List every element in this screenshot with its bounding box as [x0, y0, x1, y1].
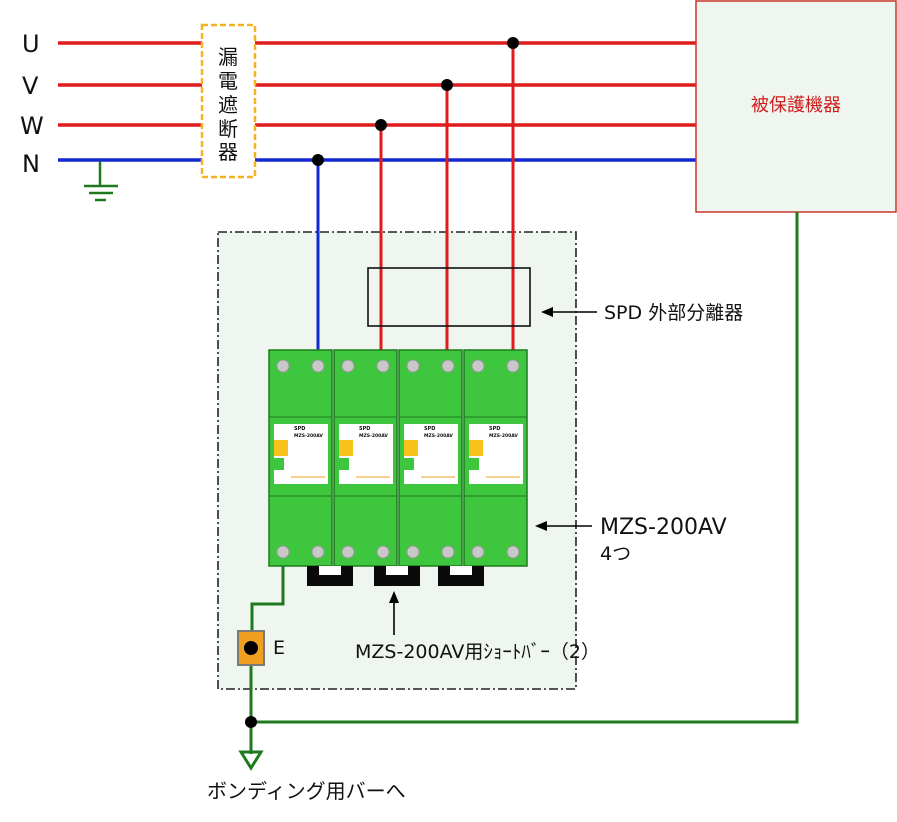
spd-module-group: SPDMZS-200AVSPDMZS-200AVSPDMZS-200AVSPDM… [268, 349, 528, 567]
spd-feed-wires [316, 43, 515, 352]
spd-earth-wire [250, 566, 285, 648]
terminal-screw [441, 545, 455, 559]
spd-face-brand: SPD [424, 426, 435, 432]
status-mark [274, 458, 284, 470]
terminal-screw [311, 359, 325, 373]
breaker-char-4: 断 [218, 117, 238, 141]
neutral-ground-junction [98, 158, 102, 162]
short-bar [438, 566, 484, 586]
status-window [274, 440, 288, 456]
status-mark [404, 458, 414, 470]
earth-terminal-label: E [273, 637, 285, 659]
terminal-screw [311, 545, 325, 559]
protected-device-box [695, 0, 897, 213]
terminal-screw [341, 359, 355, 373]
phase-label-v: V [22, 72, 39, 100]
terminal-screw [406, 359, 420, 373]
status-mark [469, 458, 479, 470]
terminal-screw [506, 359, 520, 373]
earth-leakage-breaker [200, 23, 257, 179]
breaker-char-1: 漏 [218, 45, 238, 69]
bonding-arrowhead-icon [238, 750, 264, 771]
spd-external-disconnector [367, 267, 531, 327]
ground-icon [84, 160, 118, 202]
terminal-screw [406, 545, 420, 559]
spd-model-label: MZS-200AV [600, 515, 727, 540]
terminal-screw [376, 359, 390, 373]
short-bar [374, 566, 420, 586]
phase-label-n: N [22, 150, 40, 178]
feed-junctions [312, 37, 519, 166]
disconnector-label: SPD 外部分離器 [604, 302, 743, 324]
disconnector-arrowhead-icon [541, 307, 553, 317]
phase-label-w: W [20, 112, 44, 140]
terminal-screw [506, 545, 520, 559]
spd-model-arrowhead-icon [535, 521, 547, 531]
spd-face-model: MZS-200AV [489, 433, 518, 439]
spd-face-brand: SPD [359, 426, 370, 432]
spd-face-model: MZS-200AV [294, 433, 323, 439]
bonding-bar-label: ボンディング用バーへ [207, 779, 406, 803]
spd-count-label: 4つ [600, 543, 631, 565]
terminal-screw [276, 359, 290, 373]
spd-face-model: MZS-200AV [359, 433, 388, 439]
breaker-char-5: 器 [218, 140, 238, 164]
short-bar-arrowhead-icon [389, 591, 399, 603]
terminal-screw [276, 545, 290, 559]
power-lines [58, 41, 696, 162]
status-window [339, 440, 353, 456]
terminal-screw [376, 545, 390, 559]
status-window [469, 440, 483, 456]
terminal-screw [441, 359, 455, 373]
earth-junction [245, 716, 257, 728]
terminal-screw [341, 545, 355, 559]
earth-terminal-screw [244, 641, 258, 655]
protected-device-label: 被保護機器 [751, 95, 841, 116]
terminal-screw [471, 359, 485, 373]
short-bars [307, 566, 484, 586]
breaker-char-2: 電 [218, 69, 238, 93]
status-window [404, 440, 418, 456]
spd-face-brand: SPD [489, 426, 500, 432]
short-bar [307, 566, 353, 586]
breaker-char-3: 遮 [218, 93, 238, 117]
spd-face-brand: SPD [294, 426, 305, 432]
short-bar-label: MZS-200AV用ｼｮｰﾄﾊﾞｰ（2） [355, 641, 600, 663]
device-earth-wire [251, 212, 799, 724]
status-mark [339, 458, 349, 470]
terminal-screw [471, 545, 485, 559]
phase-label-u: U [22, 30, 40, 58]
spd-face-model: MZS-200AV [424, 433, 453, 439]
